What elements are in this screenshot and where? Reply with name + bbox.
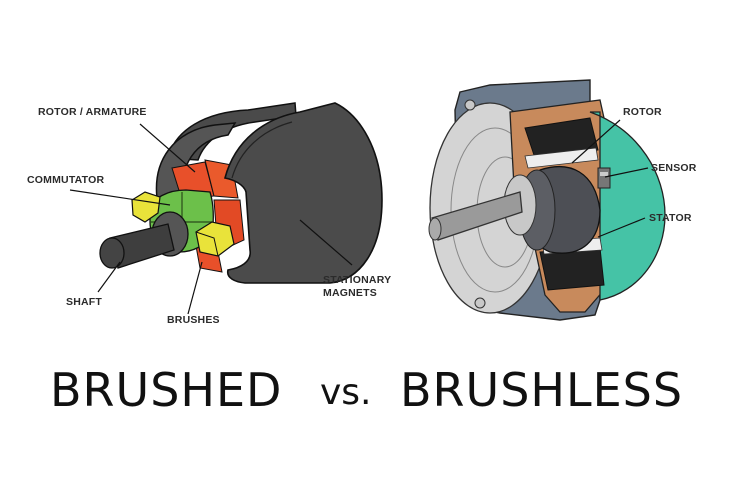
label-shaft: SHAFT [66, 296, 102, 308]
title-vs: vs. [320, 372, 372, 413]
label-stationary-magnets-line2: MAGNETS [323, 287, 377, 299]
label-rotor: ROTOR [623, 106, 662, 118]
label-stationary-magnets-line1: STATIONARY [323, 274, 392, 286]
label-sensor: SENSOR [651, 162, 697, 174]
label-brushes: BRUSHES [167, 314, 220, 326]
label-stator: STATOR [649, 212, 692, 224]
label-commutator: COMMUTATOR [27, 174, 105, 186]
label-stationary-magnets: STATIONARY MAGNETS [323, 274, 391, 300]
title-brushed: BRUSHED [50, 363, 283, 417]
label-rotor-armature: ROTOR / ARMATURE [38, 106, 147, 118]
title-brushless: BRUSHLESS [400, 363, 684, 417]
